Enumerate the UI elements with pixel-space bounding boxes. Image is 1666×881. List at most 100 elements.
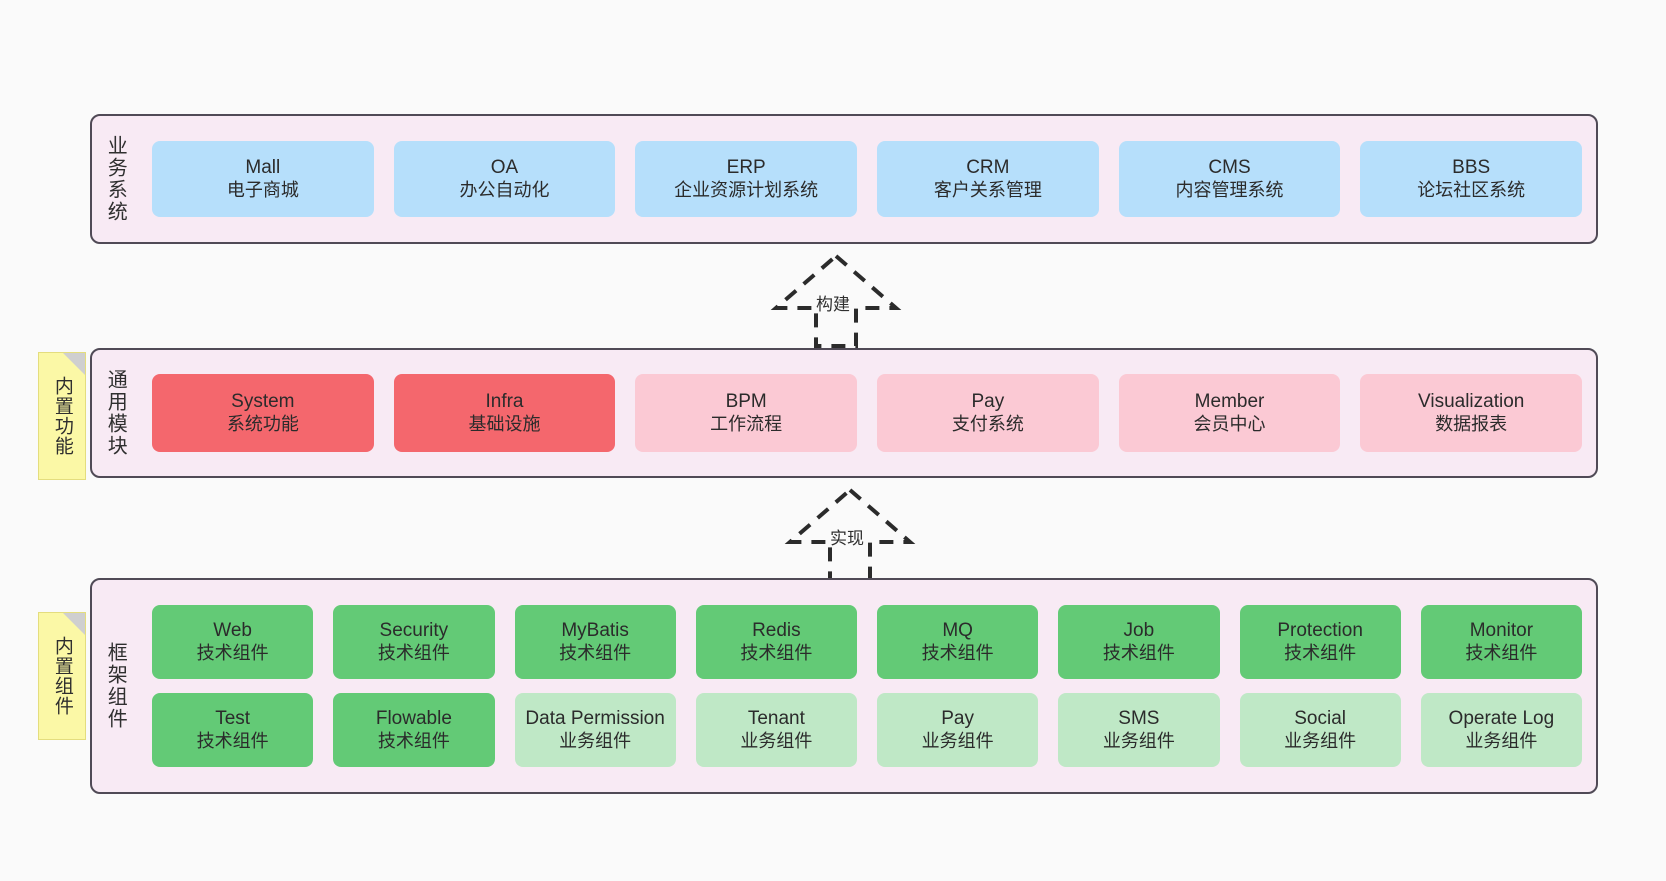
node-title: Social — [1294, 707, 1346, 729]
layer-body-common: System 系统功能 Infra 基础设施 BPM 工作流程 Pay 支付系统… — [138, 350, 1596, 476]
node-title: Member — [1194, 390, 1265, 412]
node-subtitle: 技术组件 — [196, 730, 269, 751]
node-subtitle: 技术组件 — [377, 642, 450, 663]
node-redis[interactable]: Redis 技术组件 — [695, 605, 857, 679]
node-title: MyBatis — [561, 619, 629, 641]
node-monitor[interactable]: Monitor 技术组件 — [1420, 605, 1582, 679]
node-title: MQ — [942, 619, 973, 641]
layer-framework-components: 框架组件 Web 技术组件 Security 技术组件 MyBatis 技术组件… — [90, 578, 1598, 794]
node-mybatis[interactable]: MyBatis 技术组件 — [514, 605, 676, 679]
node-title: Mall — [245, 156, 281, 178]
node-title: CRM — [966, 156, 1010, 178]
node-subtitle: 技术组件 — [559, 642, 632, 663]
node-subtitle: 内容管理系统 — [1175, 179, 1284, 200]
node-oa[interactable]: OA 办公自动化 — [393, 141, 616, 217]
node-subtitle: 工作流程 — [710, 413, 783, 434]
node-subtitle: 企业资源计划系统 — [674, 179, 819, 200]
node-title: Pay — [941, 707, 974, 729]
node-operate-log[interactable]: Operate Log 业务组件 — [1420, 693, 1582, 767]
node-bbs[interactable]: BBS 论坛社区系统 — [1360, 141, 1583, 217]
node-title: Infra — [485, 390, 524, 412]
node-title: Redis — [752, 619, 801, 641]
business-node-row: Mall 电子商城 OA 办公自动化 ERP 企业资源计划系统 CRM 客户关系… — [152, 141, 1583, 217]
node-title: CMS — [1208, 156, 1251, 178]
node-subtitle: 技术组件 — [196, 642, 269, 663]
node-subtitle: 基础设施 — [468, 413, 541, 434]
node-pay-module[interactable]: Pay 支付系统 — [877, 374, 1099, 452]
connector-build-label: 构建 — [816, 295, 850, 314]
page-fold-icon — [63, 353, 85, 375]
node-subtitle: 办公自动化 — [459, 179, 550, 200]
sticky-note-label: 内置功能 — [51, 376, 73, 456]
framework-business-row: Test 技术组件 Flowable 技术组件 Data Permission … — [152, 693, 1582, 767]
node-subtitle: 论坛社区系统 — [1417, 179, 1526, 200]
layer-body-framework: Web 技术组件 Security 技术组件 MyBatis 技术组件 Redi… — [138, 580, 1596, 792]
node-title: Security — [379, 619, 449, 641]
node-erp[interactable]: ERP 企业资源计划系统 — [635, 141, 858, 217]
node-subtitle: 技术组件 — [1102, 642, 1175, 663]
layer-common-modules: 通用模块 System 系统功能 Infra 基础设施 BPM 工作流程 Pay — [90, 348, 1598, 478]
node-bpm[interactable]: BPM 工作流程 — [635, 374, 858, 452]
node-mq[interactable]: MQ 技术组件 — [877, 605, 1039, 679]
node-subtitle: 系统功能 — [226, 413, 299, 434]
node-subtitle: 技术组件 — [1284, 642, 1357, 663]
node-title: Pay — [971, 390, 1005, 412]
sticky-note-built-in-components[interactable]: 内置组件 — [38, 612, 86, 740]
node-subtitle: 业务组件 — [1102, 730, 1175, 751]
node-title: Tenant — [747, 707, 805, 729]
framework-tech-row: Web 技术组件 Security 技术组件 MyBatis 技术组件 Redi… — [152, 605, 1582, 679]
page-fold-icon — [63, 613, 85, 635]
node-protection[interactable]: Protection 技术组件 — [1239, 605, 1401, 679]
node-title: Test — [215, 707, 251, 729]
node-member[interactable]: Member 会员中心 — [1118, 374, 1341, 452]
node-crm[interactable]: CRM 客户关系管理 — [877, 141, 1099, 217]
sticky-note-built-in-functions[interactable]: 内置功能 — [38, 352, 86, 480]
node-subtitle: 客户关系管理 — [933, 179, 1042, 200]
node-title: OA — [490, 156, 519, 178]
node-subtitle: 数据报表 — [1435, 413, 1508, 434]
node-tenant[interactable]: Tenant 业务组件 — [695, 693, 857, 767]
node-title: SMS — [1118, 707, 1160, 729]
node-web[interactable]: Web 技术组件 — [152, 605, 314, 679]
node-title: Visualization — [1418, 390, 1525, 412]
node-security[interactable]: Security 技术组件 — [333, 605, 495, 679]
node-social[interactable]: Social 业务组件 — [1239, 693, 1401, 767]
node-subtitle: 技术组件 — [377, 730, 450, 751]
node-subtitle: 技术组件 — [921, 642, 994, 663]
node-subtitle: 业务组件 — [921, 730, 994, 751]
layer-business-systems: 业务系统 Mall 电子商城 OA 办公自动化 ERP 企业资源计划系统 CRM — [90, 114, 1598, 244]
layer-title-framework: 框架组件 — [104, 642, 127, 730]
node-mall[interactable]: Mall 电子商城 — [152, 141, 374, 217]
node-visualization[interactable]: Visualization 数据报表 — [1360, 374, 1583, 452]
node-subtitle: 电子商城 — [226, 179, 299, 200]
node-subtitle: 技术组件 — [740, 642, 813, 663]
node-pay-component[interactable]: Pay 业务组件 — [877, 693, 1039, 767]
connector-implement: 实现 — [770, 486, 930, 582]
node-data-permission[interactable]: Data Permission 业务组件 — [514, 693, 676, 767]
node-test[interactable]: Test 技术组件 — [152, 693, 314, 767]
node-infra[interactable]: Infra 基础设施 — [393, 374, 616, 452]
common-node-row: System 系统功能 Infra 基础设施 BPM 工作流程 Pay 支付系统… — [152, 374, 1583, 452]
node-subtitle: 业务组件 — [740, 730, 813, 751]
connector-implement-label: 实现 — [830, 529, 864, 548]
node-cms[interactable]: CMS 内容管理系统 — [1118, 141, 1341, 217]
node-title: Operate Log — [1448, 707, 1555, 729]
node-title: BPM — [725, 390, 767, 412]
node-subtitle: 技术组件 — [1465, 642, 1538, 663]
node-subtitle: 支付系统 — [951, 413, 1024, 434]
layer-body-business: Mall 电子商城 OA 办公自动化 ERP 企业资源计划系统 CRM 客户关系… — [138, 116, 1596, 242]
node-flowable[interactable]: Flowable 技术组件 — [333, 693, 495, 767]
node-subtitle: 业务组件 — [1465, 730, 1538, 751]
node-title: Flowable — [375, 707, 452, 729]
node-system[interactable]: System 系统功能 — [152, 374, 374, 452]
node-title: System — [231, 390, 295, 412]
node-title: ERP — [726, 156, 766, 178]
node-subtitle: 会员中心 — [1193, 413, 1266, 434]
node-job[interactable]: Job 技术组件 — [1058, 605, 1220, 679]
node-title: Protection — [1277, 619, 1363, 641]
layer-title-business: 业务系统 — [104, 135, 127, 223]
layer-title-common: 通用模块 — [104, 369, 127, 457]
node-title: BBS — [1452, 156, 1491, 178]
node-title: Monitor — [1469, 619, 1534, 641]
node-sms[interactable]: SMS 业务组件 — [1058, 693, 1220, 767]
